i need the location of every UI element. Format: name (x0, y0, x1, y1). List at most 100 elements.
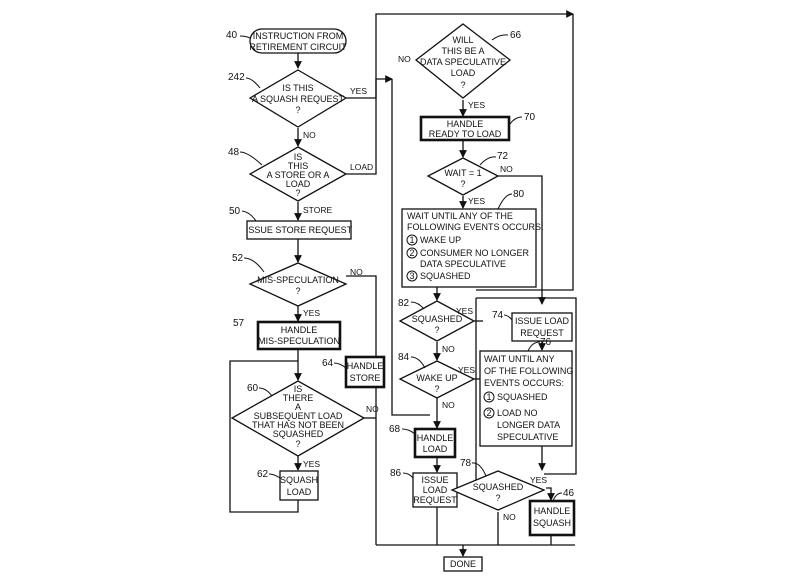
no-label-72: NO (500, 164, 513, 174)
mis-spec-line1: MIS-SPECULATION (257, 275, 339, 285)
start-terminal: INSTRUCTION FROM RETIREMENT CIRCUIT 40 (226, 28, 347, 54)
wait-equals-one-decision: WAIT = 1 ? 72 NO YES (426, 151, 513, 206)
yes-label-242: YES (350, 86, 367, 96)
event-num-2: 2 (409, 248, 414, 258)
store-or-load-decision: IS THIS A STORE OR A LOAD ? 48 LOAD STOR… (228, 146, 373, 215)
ref-46: 46 (563, 488, 575, 499)
mis-spec-line2: ? (295, 286, 300, 296)
handle-load-box: HANDLE LOAD 68 (389, 424, 457, 459)
handle-mis-speculation-box: HANDLE MIS-SPECULATION 57 (233, 318, 342, 351)
ref-76: 76 (540, 337, 552, 348)
handle-store-box: HANDLE STORE 64 (322, 355, 386, 389)
handle-store-line2: STORE (350, 373, 381, 383)
data-spec-line2: THIS BE A (441, 46, 484, 56)
event-num-3: 3 (409, 271, 414, 281)
ref-242: 242 (228, 72, 245, 83)
handle-squash-box: HANDLE SQUASH 46 (528, 488, 576, 537)
data-spec-line3: DATA SPECULATIVE (420, 57, 506, 67)
yes-label-60: YES (303, 459, 320, 469)
done-label: DONE (450, 559, 476, 569)
connectors (229, 10, 577, 557)
wait-events-line3: WAKE UP (420, 235, 461, 245)
squashed-decision-1: SQUASHED ? 82 YES NO (398, 298, 476, 354)
squash-request-line2: A SQUASH REQUEST (252, 94, 345, 104)
issue-load-line2: LOAD (423, 485, 448, 495)
ref-84: 84 (398, 352, 410, 363)
wake-up-line1: WAKE UP (416, 373, 457, 383)
issue-load2-line2: REQUEST (520, 328, 564, 338)
yes-label-72: YES (468, 196, 485, 206)
yes-label-78: YES (530, 475, 547, 485)
ref-68: 68 (389, 424, 401, 435)
issue-load-line1: ISSUE (421, 475, 448, 485)
no-label-84: NO (442, 400, 455, 410)
squash-request-decision: IS THIS A SQUASH REQUEST ? 242 YES NO (228, 69, 367, 140)
wait-events2-line1: WAIT UNTIL ANY (484, 354, 555, 364)
ready-load-line2: READY TO LOAD (429, 129, 502, 139)
start-label-2: RETIREMENT CIRCUIT (249, 42, 347, 52)
handle-squash-line2: SQUASH (533, 518, 571, 528)
squash-load-box: SQUASH LOAD 62 (257, 469, 319, 501)
store-load-line5: ? (295, 188, 300, 198)
handle-load-line2: LOAD (423, 444, 448, 454)
squashed2-line2: ? (495, 493, 500, 503)
yes-label-84: YES (458, 365, 475, 375)
issue-store-label: ISSUE STORE REQUEST (246, 225, 353, 235)
ref-78: 78 (460, 458, 472, 469)
done-terminal: DONE (443, 556, 483, 572)
wait-events2-line2: OF THE FOLLOWING (484, 366, 573, 376)
subsequent-line2: THERE (283, 393, 314, 403)
store-load-line4: LOAD (286, 179, 311, 189)
ref-72: 72 (497, 151, 509, 162)
ready-load-line1: HANDLE (447, 119, 484, 129)
no-label-52: NO (350, 267, 363, 277)
ref-60: 60 (247, 383, 259, 394)
ref-40: 40 (226, 30, 238, 41)
subsequent-line5: THAT HAS NOT BEEN (252, 420, 344, 430)
ref-50: 50 (229, 206, 241, 217)
ref-66: 66 (510, 30, 522, 41)
subsequent-line6: SQUASHED (273, 429, 324, 439)
wait-events-line1: WAIT UNTIL ANY OF THE (407, 211, 513, 221)
no-label-242: NO (303, 130, 316, 140)
load-label-48: LOAD (350, 162, 373, 172)
issue-store-request-box: ISSUE STORE REQUEST 50 (229, 206, 353, 240)
handle-mis-line1: HANDLE (281, 325, 318, 335)
squashed1-line2: ? (434, 325, 439, 335)
wait1-line1: WAIT = 1 (444, 168, 481, 178)
wait-events-line5: DATA SPECULATIVE (420, 259, 506, 269)
wait-events-line2: FOLLOWING EVENTS OCCURS: (407, 222, 544, 232)
wait-events-line6: SQUASHED (420, 271, 471, 281)
no-label-78: NO (503, 512, 516, 522)
store-load-line2: THIS (288, 161, 309, 171)
data-spec-line1: WILL (452, 35, 473, 45)
wait-events2-line6: LONGER DATA (497, 420, 560, 430)
subsequent-line7: ? (295, 439, 300, 449)
wait-events2-line5: LOAD NO (497, 408, 538, 418)
yes-label-82: YES (456, 306, 473, 316)
no-label-82: NO (442, 344, 455, 354)
ref-70: 70 (524, 112, 536, 123)
squash-request-line3: ? (295, 105, 300, 115)
mis-speculation-decision: MIS-SPECULATION ? 52 NO YES (232, 253, 363, 318)
handle-mis-line2: MIS-SPECULATION (258, 336, 340, 346)
start-label-1: INSTRUCTION FROM (253, 31, 344, 41)
no-label-60: NO (366, 404, 379, 414)
ref-62: 62 (257, 469, 269, 480)
issue-load-request-box: ISSUE LOAD REQUEST 86 (390, 468, 458, 508)
wait-events-box-2: WAIT UNTIL ANY OF THE FOLLOWING EVENTS O… (479, 337, 573, 447)
data-spec-line4: LOAD (451, 68, 476, 78)
ref-52: 52 (232, 253, 244, 264)
yes-label-52: YES (303, 308, 320, 318)
squashed2-line1: SQUASHED (473, 482, 524, 492)
ref-80: 80 (513, 189, 525, 200)
wait-events-line4: CONSUMER NO LONGER (420, 248, 530, 258)
issue-load-request-box-2: ISSUE LOAD REQUEST 74 (492, 310, 573, 342)
ref-64: 64 (322, 358, 334, 369)
store-label-48: STORE (303, 205, 332, 215)
handle-load-line1: HANDLE (417, 433, 454, 443)
event-num-1: 1 (409, 235, 414, 245)
subsequent-line3: A (295, 402, 301, 412)
ref-57: 57 (233, 318, 245, 329)
